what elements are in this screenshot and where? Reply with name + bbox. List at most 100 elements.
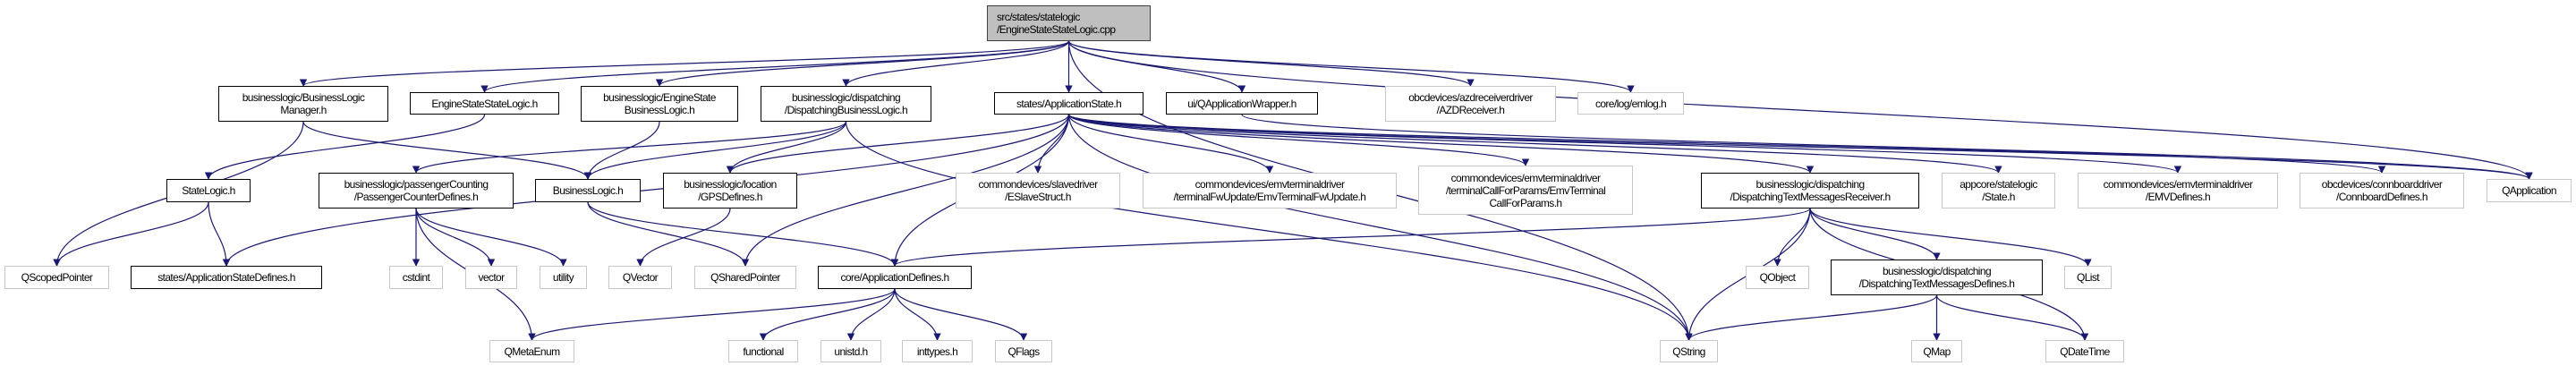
node-blm[interactable]: businesslogic/BusinessLogic Manager.h <box>218 86 388 122</box>
node-label: commondevices/emvterminaldriver /termina… <box>1445 171 1606 209</box>
node-qscoped: QScopedPointer <box>4 266 109 289</box>
edge-appdef-to-unistd <box>846 288 896 341</box>
node-label: QString <box>1672 345 1705 358</box>
node-inttypes: inttypes.h <box>902 340 973 362</box>
node-label: functional <box>743 345 784 358</box>
node-label: businesslogic/BusinessLogic Manager.h <box>242 91 365 116</box>
edge-appdef-to-qflags <box>894 288 1028 341</box>
node-asd[interactable]: states/ApplicationStateDefines.h <box>131 266 322 289</box>
edge-pcd-to-vector <box>415 208 496 267</box>
node-label: businesslogic/dispatching /DispatchingTe… <box>1730 178 1891 203</box>
edge-appdef-to-qmetaenum <box>528 288 896 341</box>
node-eslave: commondevices/slavedriver /ESlaveStruct.… <box>956 173 1120 209</box>
node-emvcfp: commondevices/emvterminaldriver /termina… <box>1418 166 1633 215</box>
edge-pcd-to-utility <box>415 208 567 267</box>
node-label: src/states/statelogic /EngineStateStateL… <box>997 11 1116 36</box>
node-label: QMetaEnum <box>504 345 561 358</box>
edge-statelogic-to-qscoped <box>53 201 209 267</box>
edge-dbl-to-pcd <box>412 121 847 174</box>
edge-appstate-to-emvcfp <box>1067 114 1530 166</box>
edge-appstate-to-dtmr <box>1067 114 1814 174</box>
edge-appstate-to-connb <box>1067 114 2385 174</box>
edge-root-to-qapp <box>1067 40 2533 180</box>
node-appdef[interactable]: core/ApplicationDefines.h <box>818 266 972 289</box>
node-label: ui/QApplicationWrapper.h <box>1187 97 1297 110</box>
edge-appstate-to-qapp <box>1067 114 2533 180</box>
edge-dtmd-to-qdatetime <box>1935 294 2089 341</box>
edge-root-to-esbl <box>655 40 1070 87</box>
node-label: inttypes.h <box>916 345 958 358</box>
edge-dbl-to-bl <box>583 121 847 180</box>
edge-root-to-emlog <box>1067 40 1635 93</box>
node-qaw[interactable]: ui/QApplicationWrapper.h <box>1166 92 1318 115</box>
node-bl[interactable]: BusinessLogic.h <box>535 179 641 202</box>
node-qmetaenum: QMetaEnum <box>489 340 574 362</box>
edge-root-to-essl <box>480 40 1070 93</box>
edge-bl-to-appdef <box>587 201 899 267</box>
node-connb: obcdevices/connboarddriver /ConnboardDef… <box>2300 173 2464 209</box>
edge-essl-to-statelogic <box>204 114 486 180</box>
edge-root-to-blm <box>300 40 1070 87</box>
edge-root-to-azd <box>1067 40 1475 87</box>
edge-appstate-to-state <box>1067 114 2002 174</box>
edge-appstate-to-emvfw <box>1067 114 1274 174</box>
node-statelogic[interactable]: StateLogic.h <box>166 179 251 202</box>
node-pcd[interactable]: businesslogic/passengerCounting /Passeng… <box>319 173 514 209</box>
node-label: QVector <box>622 271 659 284</box>
node-label: obcdevices/connboarddriver /ConnboardDef… <box>2321 178 2443 203</box>
node-azd: obcdevices/azdreceiverdriver /AZDReceive… <box>1385 86 1556 122</box>
edge-bl-to-qshared <box>587 201 750 267</box>
node-functional: functional <box>728 340 798 362</box>
node-qlist: QList <box>2064 266 2112 289</box>
node-label: businesslogic/EngineState BusinessLogic.… <box>603 91 716 116</box>
node-utility: utility <box>540 266 587 289</box>
node-dtmd[interactable]: businesslogic/dispatching /DispatchingTe… <box>1831 260 2043 295</box>
node-label: obcdevices/azdreceiverdriver /AZDReceive… <box>1408 91 1533 116</box>
edge-appdef-to-inttypes <box>894 288 941 341</box>
node-vector: vector <box>465 266 517 289</box>
node-qstring: QString <box>1660 340 1718 362</box>
edge-dtmr-to-appdef <box>891 208 1811 267</box>
node-dtmr[interactable]: businesslogic/dispatching /DispatchingTe… <box>1701 173 1919 209</box>
edge-dtmd-to-qstring <box>1685 294 1938 341</box>
node-label: commondevices/emvterminaldriver /EMVDefi… <box>2103 178 2253 203</box>
node-label: unistd.h <box>834 345 868 358</box>
edge-dbl-to-gps <box>726 121 847 174</box>
node-dbl[interactable]: businesslogic/dispatching /DispatchingBu… <box>761 86 931 122</box>
node-emvdef: commondevices/emvterminaldriver /EMVDefi… <box>2078 173 2278 209</box>
node-essl[interactable]: EngineStateStateLogic.h <box>410 92 559 115</box>
edge-dtmr-to-dtmd <box>1809 208 1941 260</box>
edge-appstate-to-asd <box>222 114 1070 267</box>
node-label: core/ApplicationDefines.h <box>840 271 949 284</box>
edge-appstate-to-qstring <box>1067 114 1693 341</box>
node-label: states/ApplicationStateDefines.h <box>157 271 295 284</box>
node-label: businesslogic/dispatching /DispatchingBu… <box>784 91 908 116</box>
edge-appstate-to-emvdef <box>1067 114 2181 174</box>
node-label: QObject <box>1759 271 1796 284</box>
node-gps[interactable]: businesslogic/location /GPSDefines.h <box>663 173 797 209</box>
node-qobject: QObject <box>1746 266 1809 289</box>
node-emvfw: commondevices/emvterminaldriver /termina… <box>1143 173 1397 209</box>
node-label: QList <box>2076 271 2100 284</box>
edge-dtmr-to-qobject <box>1773 208 1811 267</box>
node-label: EngineStateStateLogic.h <box>431 97 538 110</box>
node-label: commondevices/slavedriver /ESlaveStruct.… <box>978 178 1098 203</box>
node-qvector: QVector <box>608 266 672 289</box>
edge-gps-to-qvector <box>636 208 731 267</box>
node-label: businesslogic/dispatching /DispatchingTe… <box>1858 265 2015 290</box>
node-root[interactable]: src/states/statelogic /EngineStateStateL… <box>987 5 1151 41</box>
node-esbl[interactable]: businesslogic/EngineState BusinessLogic.… <box>581 86 738 122</box>
node-label: QMap <box>1923 345 1951 358</box>
node-label: utility <box>552 271 574 284</box>
node-qmap: QMap <box>1911 340 1962 362</box>
node-qshared: QSharedPointer <box>694 266 796 289</box>
node-label: cstdint <box>402 271 430 284</box>
node-appstate[interactable]: states/ApplicationState.h <box>994 92 1143 115</box>
node-label: businesslogic/location /GPSDefines.h <box>684 178 777 203</box>
node-label: QScopedPointer <box>21 271 93 284</box>
node-label: QFlags <box>1007 345 1040 358</box>
node-label: StateLogic.h <box>182 184 235 197</box>
node-cstdint: cstdint <box>389 266 443 289</box>
